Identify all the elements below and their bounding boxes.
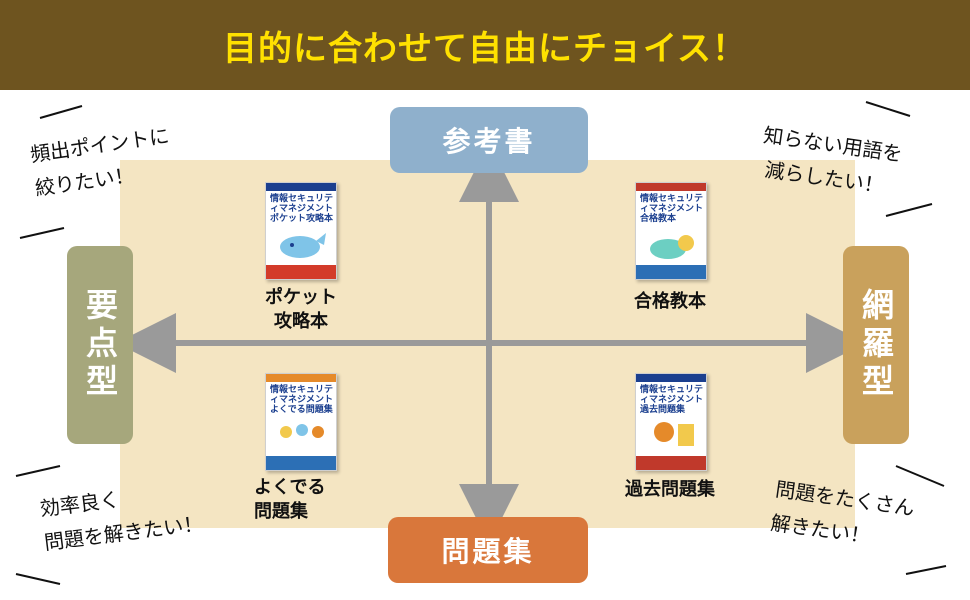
whale-illustration-icon [280,233,326,258]
book-label-frequent-line1: よくでる [254,477,326,498]
book-label-frequent-line2: 問題集 [254,501,308,522]
deco-stroke-bl-2 [15,573,61,585]
book-cover-frequent-title: 情報セキュリティマネジメント よくでる問題集 [270,385,334,415]
deco-stroke-tr-2 [885,203,933,217]
people-illustration-icon [280,424,324,438]
book-cover-past-exam-title: 情報セキュリティマネジメント 過去問題集 [640,385,704,415]
deco-stroke-br-1 [895,465,945,487]
deco-stroke-tr-1 [865,101,911,117]
page-title: 目的に合わせて自由にチョイス！ [223,28,747,69]
balloon-illustration-icon [654,422,694,446]
book-label-frequent: よくでる 問題集 [254,476,346,524]
book-cover-pocket: 情報セキュリティマネジメント ポケット攻略本 [265,182,337,280]
book-cover-textbook-title: 情報セキュリティマネジメント 合格教本 [640,194,704,224]
axis-label-right-text: 網羅型 [857,288,895,402]
deco-stroke-tl-2 [19,227,65,239]
axis-label-top: 参考書 [390,107,588,173]
book-cover-pocket-title: 情報セキュリティマネジメント ポケット攻略本 [270,194,334,224]
axis-label-left: 要点型 [67,246,133,444]
seal-illustration-icon [650,235,694,259]
book-cover-past-exam: 情報セキュリティマネジメント 過去問題集 [635,373,707,471]
book-label-pocket: ポケット 攻略本 [258,286,344,334]
deco-stroke-tl-1 [39,105,83,119]
deco-stroke-bl-1 [15,465,61,477]
book-label-past-exam-line1: 過去問題集 [625,479,715,500]
axis-label-left-text: 要点型 [81,288,119,402]
axis-label-top-text: 参考書 [442,125,536,158]
deco-stroke-br-2 [905,565,947,575]
axis-label-right: 網羅型 [843,246,909,444]
axis-label-bottom-text: 問題集 [441,535,535,568]
book-label-pocket-line2: 攻略本 [274,311,328,332]
book-label-pocket-line1: ポケット [265,287,337,308]
book-label-textbook: 合格教本 [620,290,720,314]
book-cover-frequent: 情報セキュリティマネジメント よくでる問題集 [265,373,337,471]
book-label-past-exam: 過去問題集 [610,478,730,502]
book-label-textbook-line1: 合格教本 [634,291,706,312]
axis-label-bottom: 問題集 [388,517,588,583]
header-banner: 目的に合わせて自由にチョイス！ [0,0,970,90]
book-cover-textbook: 情報セキュリティマネジメント 合格教本 [635,182,707,280]
